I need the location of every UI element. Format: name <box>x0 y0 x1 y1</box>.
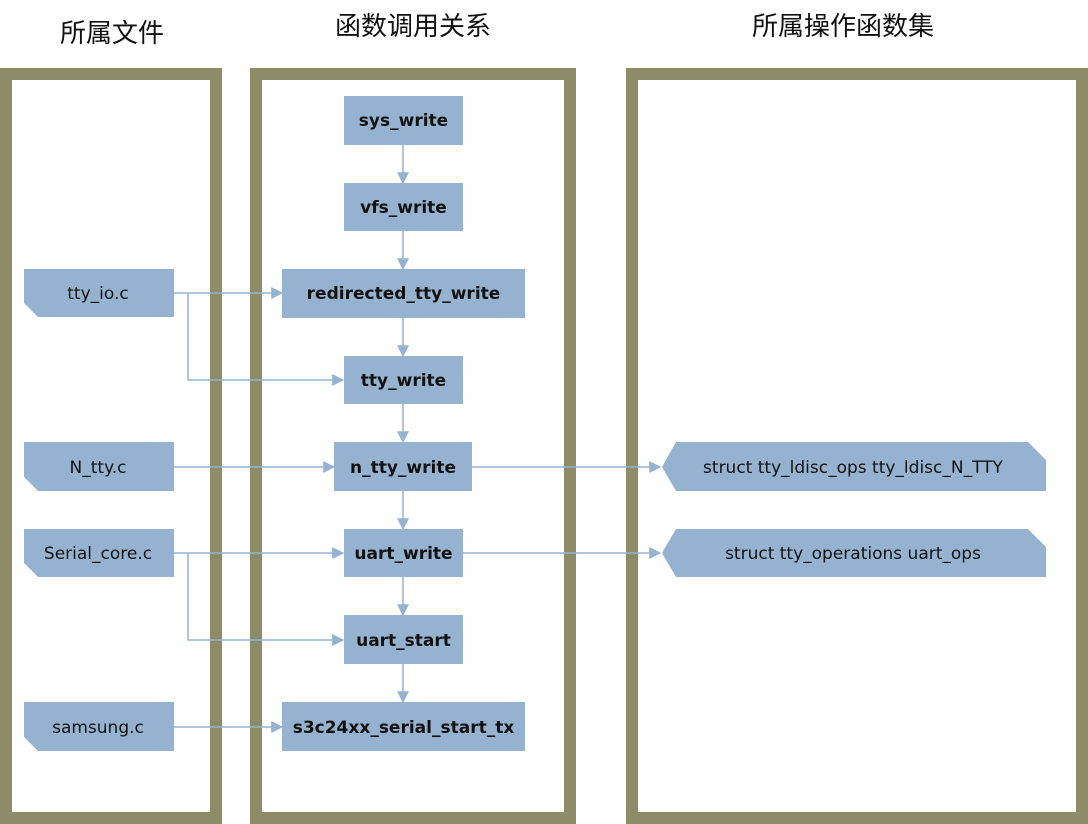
connector-ttyio-to-ttywrite <box>187 293 345 386</box>
function-label: n_tty_write <box>350 458 456 478</box>
function-node-s3c24xx-serial-start-tx: s3c24xx_serial_start_tx <box>282 702 525 751</box>
function-label: s3c24xx_serial_start_tx <box>293 718 515 738</box>
file-connectors <box>174 287 345 733</box>
function-node-uart-start: uart_start <box>344 615 463 664</box>
function-node-tty-write: tty_write <box>344 356 463 404</box>
function-label: uart_start <box>356 631 451 651</box>
connector-serialcore-to-uartstart <box>187 553 345 646</box>
ops-label: struct tty_ldisc_ops tty_ldisc_N_TTY <box>703 458 1004 478</box>
function-node-vfs-write: vfs_write <box>344 183 463 231</box>
file-label: samsung.c <box>52 718 144 738</box>
function-node-redirected-tty-write: redirected_tty_write <box>282 269 525 318</box>
file-label: N_tty.c <box>70 458 127 478</box>
ops-tag-uart-ops: struct tty_operations uart_ops <box>662 529 1046 577</box>
function-label: sys_write <box>359 111 448 131</box>
file-tag-n-tty: N_tty.c <box>24 442 174 491</box>
function-node-sys-write: sys_write <box>344 96 463 145</box>
column-title-ops: 所属操作函数集 <box>752 12 934 42</box>
column-title-files: 所属文件 <box>60 19 164 49</box>
function-label: tty_write <box>361 371 446 391</box>
function-node-n-tty-write: n_tty_write <box>334 442 472 491</box>
function-node-uart-write: uart_write <box>344 529 463 577</box>
files-panel <box>0 68 222 824</box>
column-title-calls: 函数调用关系 <box>335 12 491 42</box>
ops-connectors <box>463 461 662 559</box>
file-label: Serial_core.c <box>44 544 152 564</box>
file-tag-samsung: samsung.c <box>24 702 174 751</box>
file-tag-tty-io: tty_io.c <box>24 269 174 317</box>
calls-panel <box>250 68 576 824</box>
ops-label: struct tty_operations uart_ops <box>725 544 981 564</box>
file-label: tty_io.c <box>67 284 128 304</box>
file-tag-serial-core: Serial_core.c <box>24 529 174 577</box>
ops-tag-tty-ldisc-ops: struct tty_ldisc_ops tty_ldisc_N_TTY <box>662 442 1046 491</box>
function-label: redirected_tty_write <box>307 284 501 304</box>
function-label: uart_write <box>354 544 452 564</box>
function-label: vfs_write <box>360 198 447 218</box>
ops-panel <box>626 68 1088 824</box>
